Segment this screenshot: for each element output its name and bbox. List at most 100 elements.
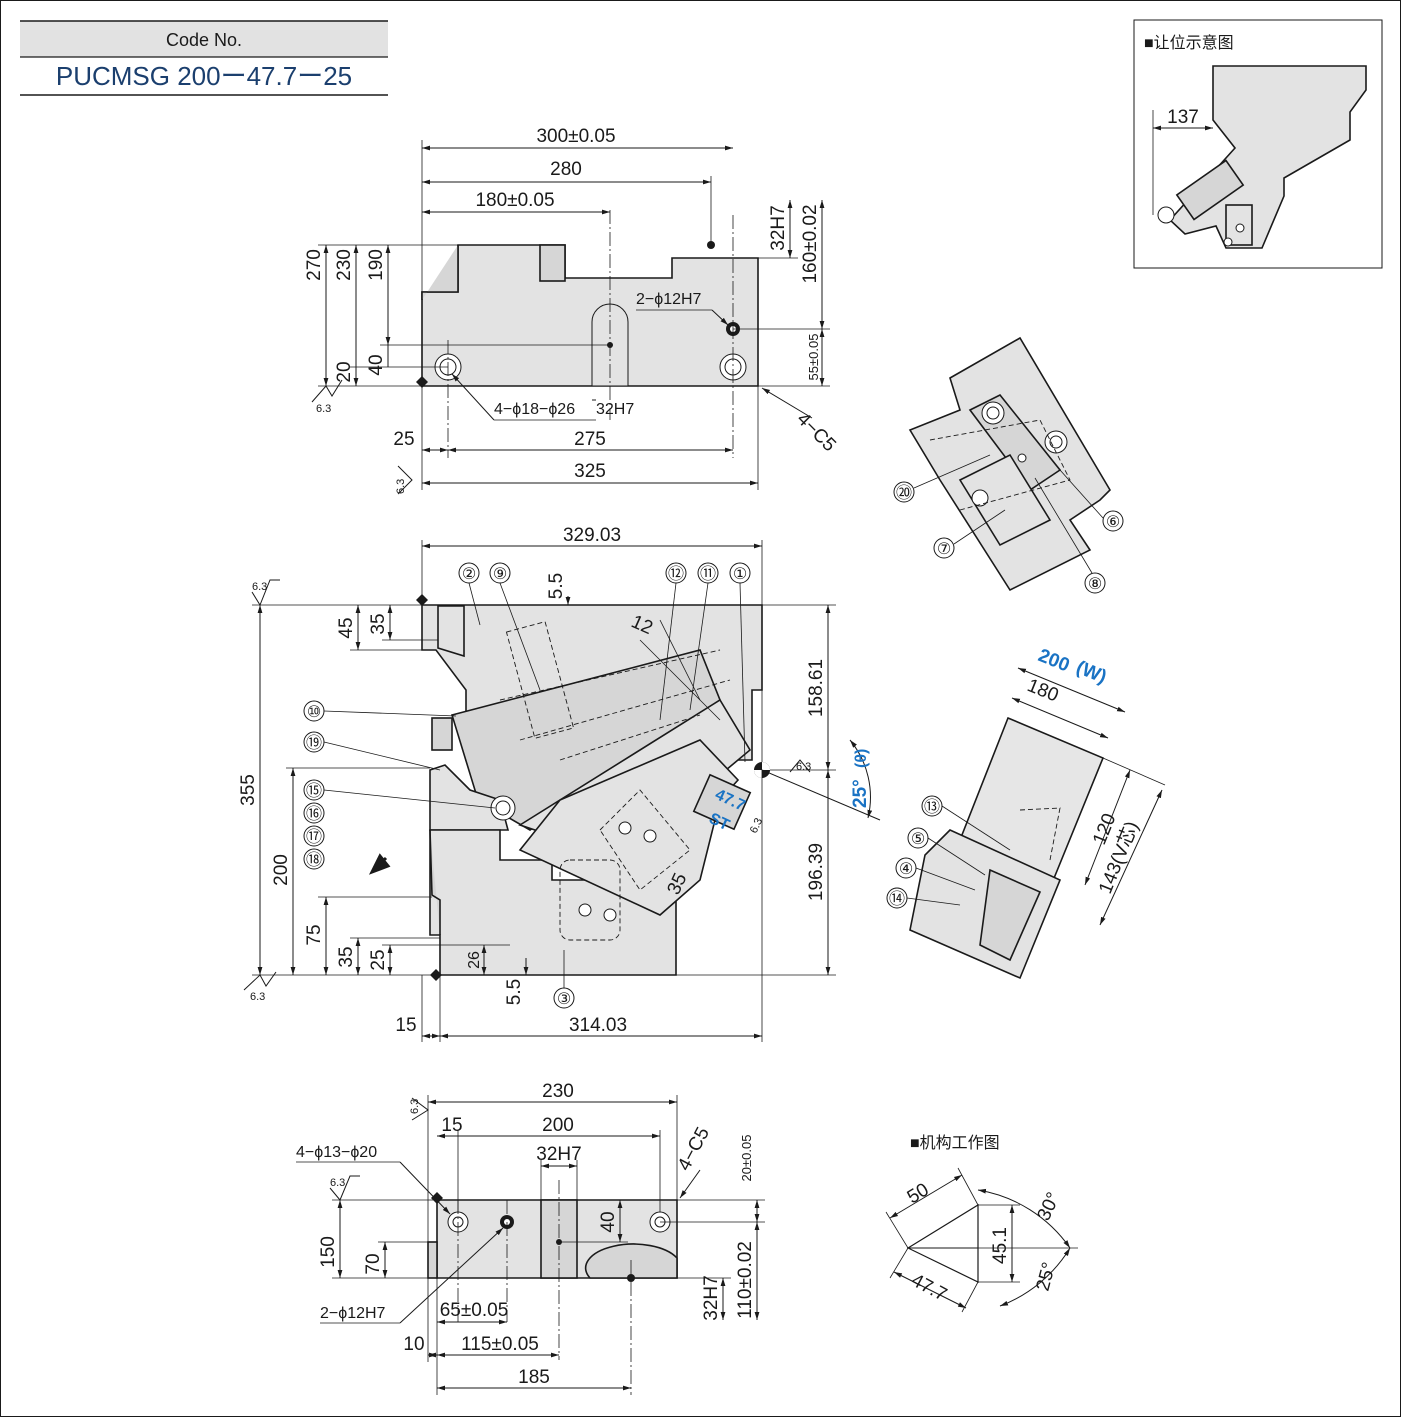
- svg-text:⑧: ⑧: [1088, 576, 1102, 593]
- code-number: PUCMSG 200ー47.7ー25: [56, 61, 352, 91]
- front-balloon-17: ⑰: [303, 825, 325, 847]
- side-balloon-14: ⑭: [886, 887, 908, 909]
- svg-text:⑲: ⑲: [306, 734, 322, 752]
- front-dim-5-5-bottom: 5.5: [504, 979, 525, 1005]
- front-balloon-1: ①: [729, 562, 751, 584]
- front-balloon-9: ⑨: [489, 562, 511, 584]
- front-dim-75: 75: [304, 924, 325, 945]
- svg-text:⑩: ⑩: [307, 704, 321, 721]
- bottom-dim-200: 200: [542, 1115, 574, 1136]
- top-dim-325: 325: [574, 461, 606, 482]
- clearance-inset-title: ■让位示意图: [1144, 33, 1234, 52]
- front-balloon-10: ⑩: [303, 700, 325, 722]
- mechanism-dim-45: 45.1: [990, 1227, 1011, 1264]
- front-balloon-3: ③: [553, 987, 575, 1009]
- front-angle-symbol: (θ): [853, 749, 870, 768]
- top-dim-160: 160±0.02: [800, 204, 821, 283]
- side-view: 200 (W) 180 120 143(V芯) ⑬ ⑤ ④ ⑭: [886, 645, 1166, 980]
- front-roughness-4: 6.3: [748, 816, 765, 835]
- front-dim-26: 26: [466, 951, 483, 969]
- svg-text:⑬: ⑬: [924, 798, 940, 816]
- bottom-dim-185: 185: [518, 1367, 550, 1388]
- exploded-balloon-6: ⑥: [1102, 510, 1124, 532]
- mechanism-dim-50: 50: [904, 1179, 933, 1208]
- side-width-label: (W): [1073, 657, 1109, 688]
- top-dim-32h7-right: 32H7: [768, 205, 789, 250]
- svg-text:④: ④: [899, 861, 913, 878]
- svg-text:⑦: ⑦: [937, 541, 951, 558]
- top-view: 300±0.05 280 180±0.05 270 230 190 40 20 …: [304, 126, 840, 495]
- front-dim-45: 45: [336, 617, 357, 638]
- svg-text:⑳: ⑳: [896, 484, 912, 502]
- front-view: 329.03 5.5 12 355 45 35 200 75 35 25 26 …: [238, 525, 881, 1042]
- front-balloon-18: ⑱: [303, 848, 325, 870]
- side-width-value: 200: [1035, 645, 1072, 676]
- bottom-dim-10: 10: [403, 1334, 424, 1355]
- top-dim-25: 25: [393, 429, 414, 450]
- top-dim-55: 55±0.05: [806, 334, 821, 381]
- exploded-balloon-7: ⑦: [933, 537, 955, 559]
- svg-text:⑮: ⑮: [306, 782, 322, 800]
- svg-text:①: ①: [733, 566, 747, 583]
- bottom-dim-110: 110±0.02: [735, 1241, 756, 1319]
- front-dim-158: 158.61: [806, 659, 827, 717]
- bottom-label-12h7: 2−ϕ12H7: [320, 1305, 386, 1322]
- front-balloon-11: ⑪: [697, 562, 719, 584]
- mechanism-inset: ■机构工作图 50 45.1 47.7 30° 25°: [885, 1134, 1078, 1313]
- front-balloon-12: ⑫: [665, 562, 687, 584]
- top-label-12h7: 2−ϕ12H7: [636, 291, 702, 308]
- side-balloon-5: ⑤: [907, 827, 929, 849]
- svg-text:③: ③: [557, 991, 571, 1008]
- bottom-dim-15: 15: [441, 1115, 462, 1136]
- top-dim-180: 180±0.05: [475, 190, 554, 211]
- exploded-balloon-20: ⑳: [893, 481, 915, 503]
- front-dim-5-5-top: 5.5: [546, 573, 567, 599]
- exploded-view: ⑳ ⑦ ⑥ ⑧: [893, 336, 1124, 594]
- top-dim-190: 190: [366, 249, 387, 281]
- bottom-dim-230: 230: [542, 1081, 574, 1102]
- front-dim-329: 329.03: [563, 525, 621, 546]
- bottom-dim-32h7-top: 32H7: [536, 1144, 581, 1165]
- top-dim-20: 20: [334, 361, 355, 382]
- side-dim-180: 180: [1024, 675, 1061, 706]
- exploded-balloon-8: ⑧: [1084, 572, 1106, 594]
- svg-text:⑭: ⑭: [889, 890, 905, 908]
- mechanism-title: ■机构工作图: [910, 1134, 1000, 1152]
- side-balloon-13: ⑬: [921, 795, 943, 817]
- bottom-roughness-2: 6.3: [330, 1177, 345, 1189]
- front-roughness-2: 6.3: [250, 991, 265, 1003]
- svg-text:⑫: ⑫: [668, 565, 684, 583]
- front-dim-35-bottom: 35: [336, 946, 357, 967]
- bottom-dim-20: 20±0.05: [739, 1135, 754, 1182]
- front-dim-35-top: 35: [368, 613, 389, 634]
- svg-text:⑰: ⑰: [306, 828, 322, 846]
- front-balloon-16: ⑯: [303, 802, 325, 824]
- mechanism-dim-47: 47.7: [908, 1270, 951, 1306]
- svg-text:⑥: ⑥: [1106, 514, 1120, 531]
- front-dim-25: 25: [368, 949, 389, 970]
- top-dim-300: 300±0.05: [536, 126, 615, 147]
- front-roughness-3: 6.3: [796, 761, 811, 773]
- bottom-dim-115: 115±0.05: [461, 1334, 539, 1355]
- bottom-roughness-1: 6.3: [409, 1099, 421, 1114]
- top-label-c5: 4−C5: [792, 409, 839, 456]
- front-roughness-1: 6.3: [252, 581, 267, 593]
- svg-text:⑱: ⑱: [306, 851, 322, 869]
- bottom-label-c5: 4−C5: [674, 1124, 714, 1174]
- svg-text:⑨: ⑨: [493, 566, 507, 583]
- top-label-32h7: 32H7: [596, 401, 634, 418]
- front-dim-355: 355: [238, 774, 259, 806]
- top-dim-230: 230: [334, 249, 355, 281]
- svg-text:⑤: ⑤: [911, 831, 925, 848]
- code-box: Code No. PUCMSG 200ー47.7ー25: [20, 20, 388, 96]
- clearance-inset: ■让位示意图 137: [1133, 19, 1383, 269]
- svg-text:⑯: ⑯: [306, 805, 322, 823]
- top-dim-40: 40: [366, 354, 387, 375]
- code-header: Code No.: [166, 30, 242, 50]
- bottom-dim-40: 40: [598, 1211, 619, 1232]
- bottom-view: 230 15 200 32H7 4−C5 4−ϕ13−ϕ20 2−ϕ12H7 1…: [296, 1081, 765, 1395]
- svg-text:②: ②: [462, 566, 476, 583]
- side-balloon-4: ④: [895, 857, 917, 879]
- bottom-dim-70: 70: [363, 1253, 384, 1274]
